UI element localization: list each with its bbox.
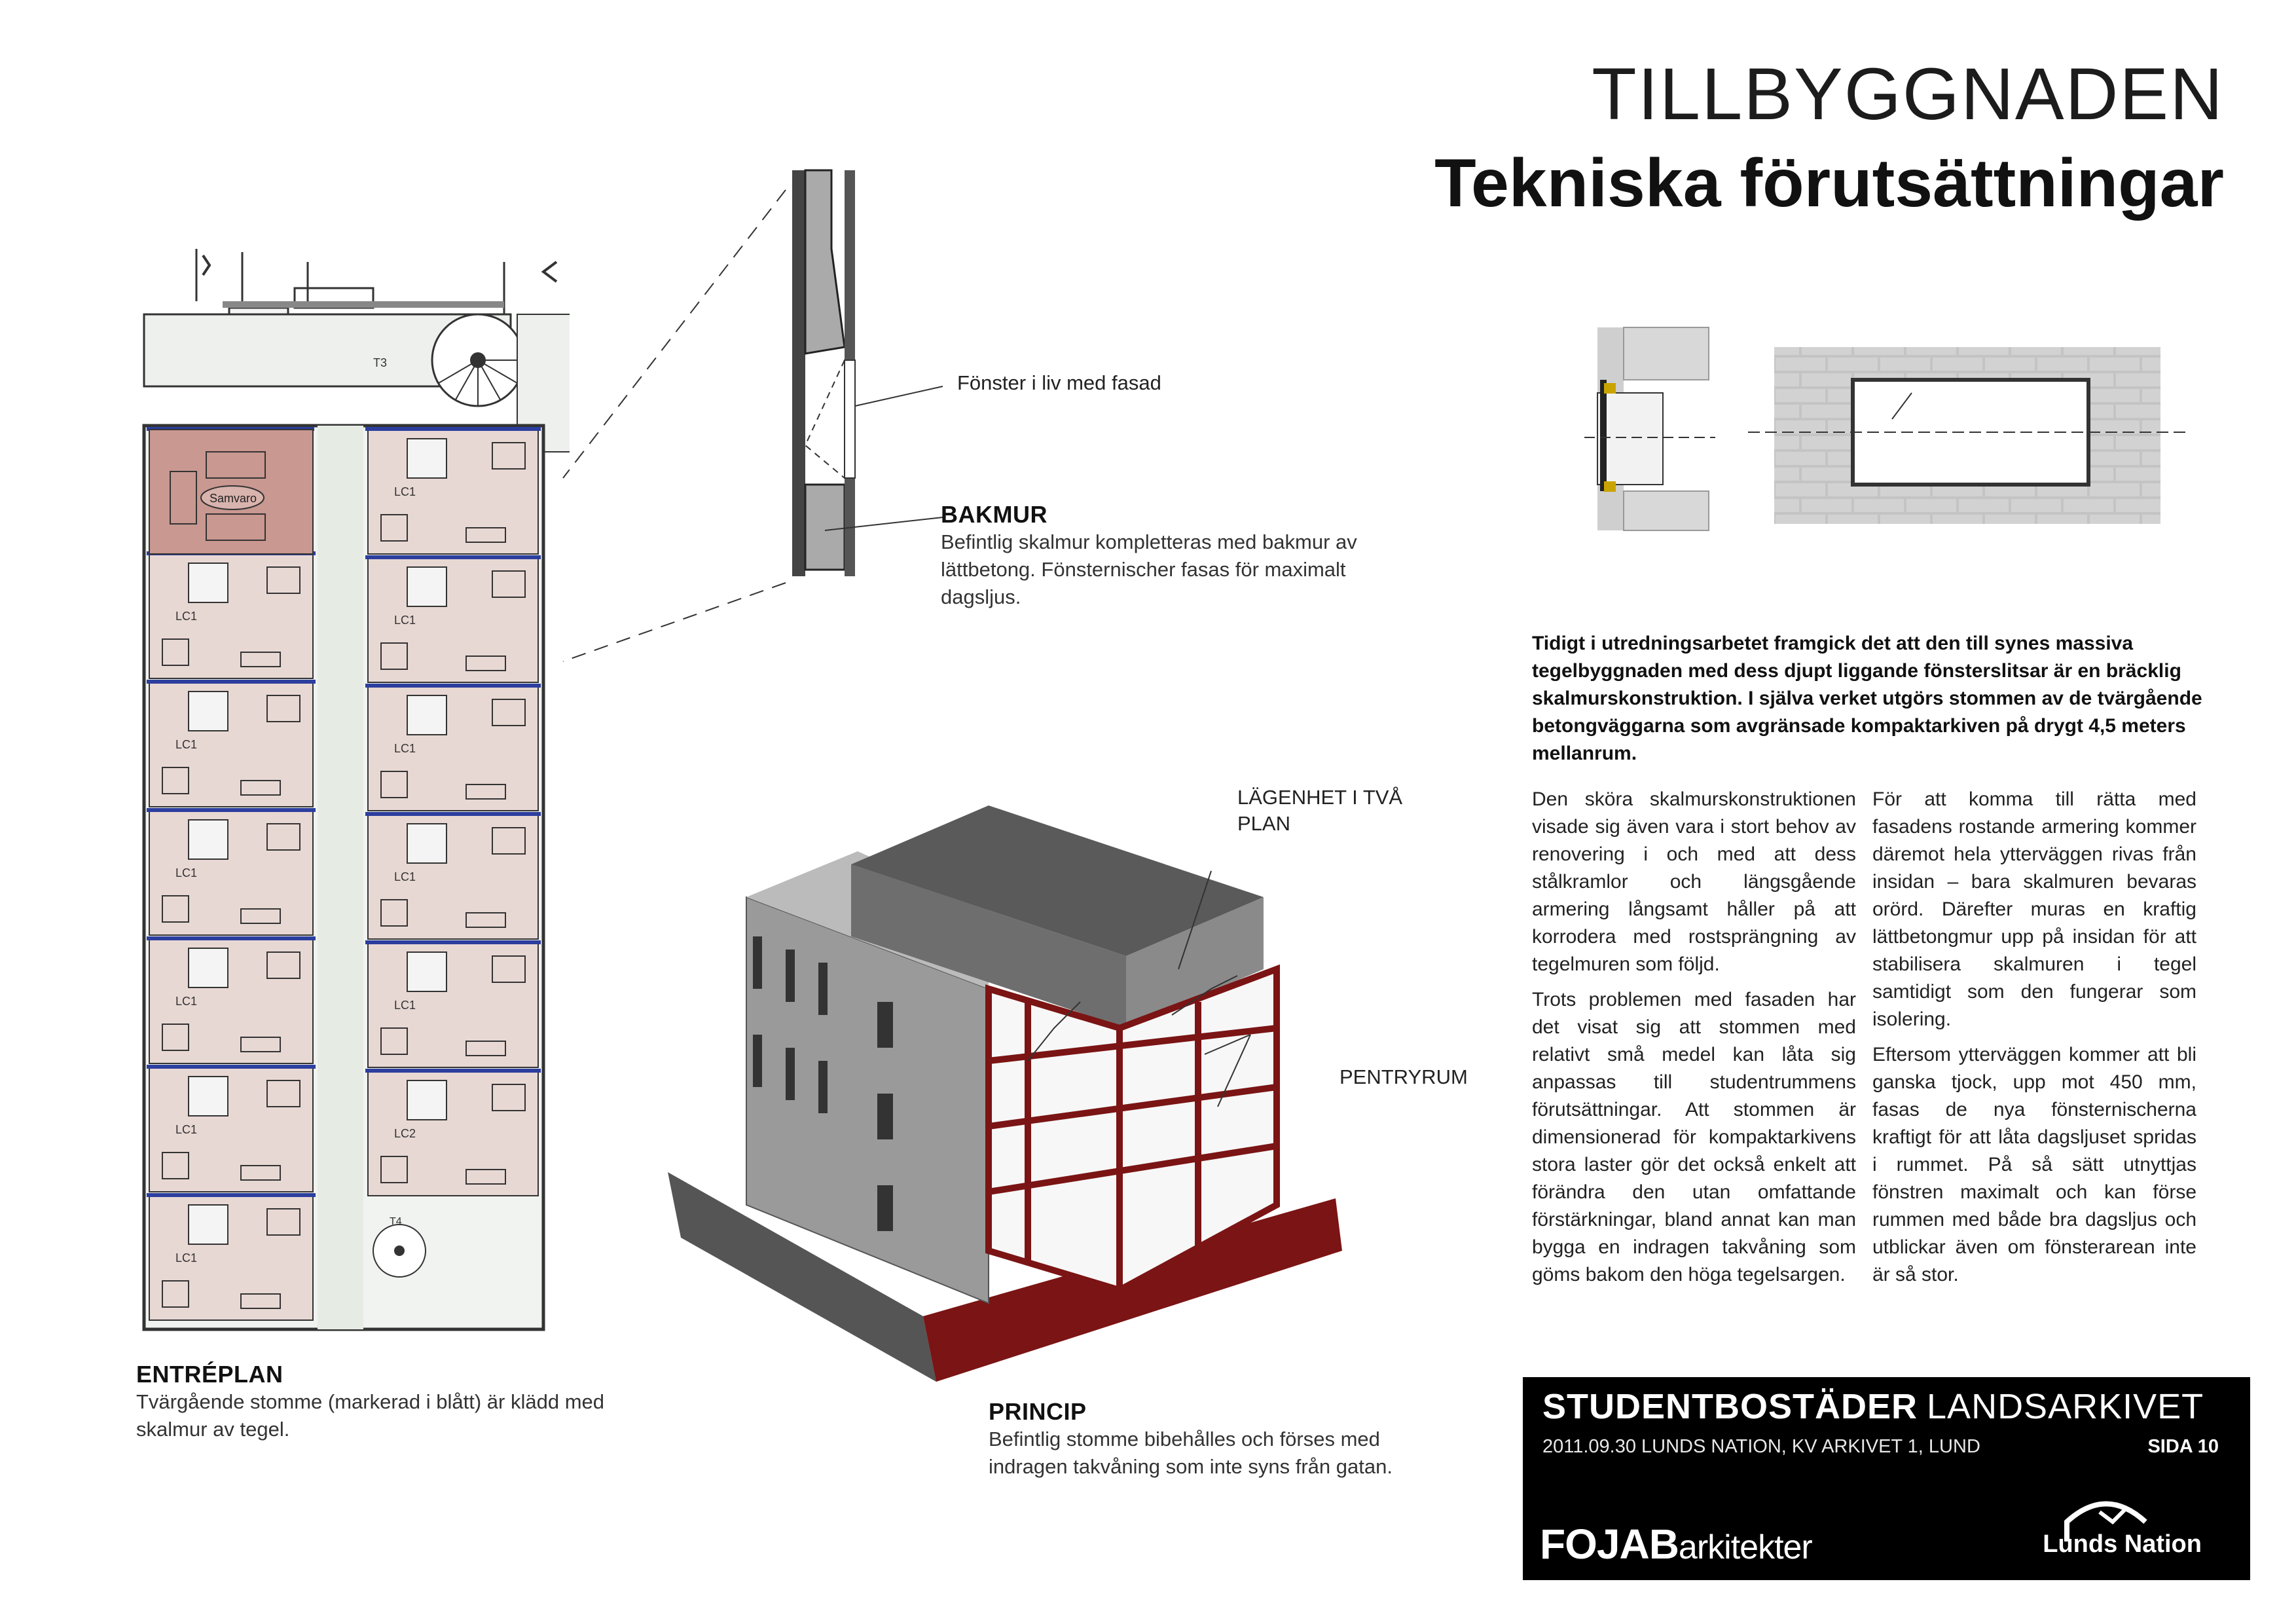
- window-section-detail: [1584, 327, 1715, 531]
- window-label: Fönster i liv med fasad: [957, 371, 1161, 394]
- room-right-6: LC2: [365, 1069, 541, 1196]
- spiral-stair-top: [431, 313, 525, 407]
- principle-caption-text: Befintlig stomme bibehålles och förses m…: [989, 1428, 1393, 1478]
- intro-paragraph: Tidigt i utredningsarbetet framgick det …: [1532, 633, 2202, 764]
- room-left-6: LC1: [147, 1193, 316, 1321]
- room-label: LC1: [394, 742, 416, 755]
- wall-detail-drawing: [562, 169, 943, 662]
- room-right-3: LC1: [365, 684, 541, 811]
- page-title: TILLBYGGNADEN: [1592, 53, 2224, 135]
- col1-paragraph-2: Trots problemen med fasaden har det visa…: [1532, 989, 1856, 1285]
- room-label: LC1: [394, 614, 416, 627]
- wall-caption-title: BAKMUR: [941, 501, 1048, 528]
- text-column-2: För att komma till rätta med fasadens ro…: [1872, 786, 2196, 1297]
- room-right-4: LC1: [365, 812, 541, 940]
- room-label: LC1: [175, 1123, 197, 1136]
- wall-caption-text: Befintlig skalmur kompletteras med bakmu…: [941, 530, 1357, 608]
- room-label: LC1: [175, 1251, 197, 1264]
- room-left-1: LC1: [147, 551, 316, 679]
- company-name-light: arkitekter: [1678, 1528, 1813, 1566]
- project-title-bold: STUDENTBOSTÄDER: [1542, 1387, 1918, 1426]
- samvaro-room: Samvaro: [149, 429, 314, 555]
- room-label: LC1: [175, 866, 197, 879]
- principle-axonometric-drawing: [668, 805, 1342, 1382]
- room-label: LC1: [175, 610, 197, 623]
- room-label: LC2: [394, 1127, 416, 1140]
- floorplan-caption-text: Tvärgående stomme (markerad i blått) är …: [136, 1390, 605, 1441]
- wall-caption: BAKMUR Befintlig skalmur kompletteras me…: [941, 501, 1386, 611]
- text-column-1: Den sköra skalmurskonstruktionen visade …: [1532, 786, 1856, 1297]
- project-title-light: LANDSARKIVET: [1927, 1387, 2204, 1426]
- col1-paragraph-1: Den sköra skalmurskonstruktionen visade …: [1532, 788, 1856, 975]
- project-info: 2011.09.30 LUNDS NATION, KV ARKIVET 1, L…: [1542, 1436, 1980, 1457]
- pantry-label: PENTRYRUM: [1339, 1065, 1468, 1088]
- room-right-2: LC1: [365, 555, 541, 683]
- room-label: LC1: [394, 485, 416, 498]
- col2-paragraph-1: För att komma till rätta med fasadens ro…: [1872, 788, 2196, 1030]
- room-right-1: LC1: [365, 427, 541, 555]
- floorplan-caption: ENTRÉPLAN Tvärgående stomme (markerad i …: [136, 1361, 621, 1443]
- room-left-5: LC1: [147, 1065, 316, 1192]
- org-name: Lunds Nation: [2043, 1530, 2202, 1558]
- room-left-4: LC1: [147, 936, 316, 1064]
- company-name-bold: FOJAB: [1540, 1521, 1679, 1568]
- room-left-3: LC1: [147, 808, 316, 936]
- room-label: LC1: [175, 995, 197, 1008]
- apartment-label: LÄGENHET I TVÅ PLAN: [1237, 786, 1403, 835]
- page-number: SIDA 10: [2147, 1436, 2219, 1457]
- page-subtitle: Tekniska förutsättningar: [1434, 145, 2224, 221]
- room-left-2: LC1: [147, 680, 316, 807]
- window-elevation-brick: [1748, 347, 2187, 524]
- room-t3-label: T3: [373, 356, 387, 369]
- nation-logo-icon: [2064, 1501, 2147, 1541]
- room-right-5: LC1: [365, 940, 541, 1068]
- floorplan-caption-title: ENTRÉPLAN: [136, 1361, 283, 1388]
- room-t4-label: T4: [390, 1216, 402, 1227]
- room-label: LC1: [394, 870, 416, 883]
- room-label: LC1: [175, 738, 197, 751]
- principle-caption: PRINCIP Befintlig stomme bibehålles och …: [989, 1398, 1447, 1481]
- room-label: LC1: [394, 999, 416, 1012]
- company-logo: FOJABarkitekter: [1540, 1520, 1813, 1568]
- room-samvaro-label: Samvaro: [210, 492, 257, 505]
- spiral-stair-bottom: T4: [373, 1216, 426, 1278]
- col2-paragraph-2: Eftersom ytterväggen kommer att bli gans…: [1872, 1044, 2196, 1285]
- principle-caption-title: PRINCIP: [989, 1398, 1087, 1425]
